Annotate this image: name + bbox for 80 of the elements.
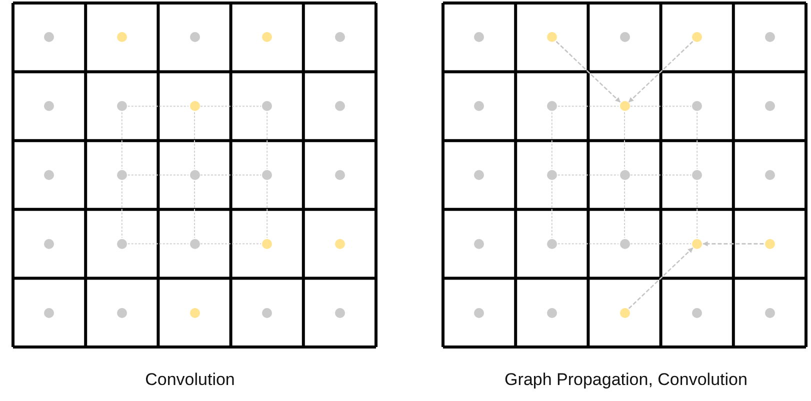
connector-line	[624, 112, 625, 170]
node-dot	[190, 308, 200, 318]
node-dot	[190, 238, 200, 249]
node-dot	[44, 32, 54, 42]
connector-line	[194, 180, 195, 238]
node-dot	[546, 101, 557, 112]
connector-line	[127, 106, 189, 107]
node-dot	[474, 101, 484, 112]
node-dot	[262, 170, 272, 180]
node-dot	[116, 238, 127, 249]
node-dot	[546, 308, 557, 318]
connector-line	[121, 180, 122, 238]
node-dot	[262, 238, 272, 249]
node-dot	[334, 32, 345, 42]
connector-line	[200, 243, 262, 244]
node-dot	[334, 101, 345, 112]
connector-line	[624, 180, 625, 238]
caption: Convolution	[145, 370, 235, 390]
node-dot	[474, 170, 484, 180]
node-dot	[334, 238, 345, 249]
connector-line	[630, 174, 692, 176]
connector-line	[630, 243, 692, 244]
connector-line	[557, 174, 619, 176]
arrow	[556, 41, 621, 103]
connector-line	[121, 112, 122, 170]
node-dot	[262, 308, 272, 318]
arrow	[628, 247, 694, 309]
node-dot	[764, 238, 775, 249]
connector-line	[551, 112, 552, 170]
node-dot	[546, 170, 557, 180]
node-dot	[620, 32, 630, 42]
node-dot	[692, 32, 702, 42]
node-dot	[692, 238, 702, 249]
node-dot	[764, 170, 775, 180]
connector-line	[266, 180, 268, 238]
node-dot	[620, 170, 630, 180]
node-dot	[116, 170, 127, 180]
node-dot	[262, 32, 272, 42]
connector-line	[557, 106, 619, 107]
node-dot	[546, 238, 557, 249]
node-dot	[474, 32, 484, 42]
node-dot	[190, 170, 200, 180]
arrow	[628, 41, 694, 103]
arrow	[702, 241, 764, 246]
node-dot	[116, 101, 127, 112]
node-dot	[692, 308, 702, 318]
connector-line	[696, 112, 698, 170]
connector-line	[127, 174, 189, 176]
node-dot	[116, 32, 127, 42]
node-dot	[262, 101, 272, 112]
node-dot	[692, 170, 702, 180]
connector-line	[696, 180, 698, 238]
connector-line	[630, 106, 692, 107]
connector-line	[127, 243, 189, 244]
node-dot	[190, 101, 200, 112]
node-dot	[44, 308, 54, 318]
node-dot	[764, 101, 775, 112]
node-dot	[116, 308, 127, 318]
connector-line	[557, 243, 619, 244]
node-dot	[474, 238, 484, 249]
node-dot	[334, 308, 345, 318]
node-dot	[44, 101, 54, 112]
node-dot	[190, 32, 200, 42]
node-dot	[44, 170, 54, 180]
caption: Graph Propagation, Convolution	[504, 370, 748, 390]
node-dot	[620, 308, 630, 318]
node-dot	[620, 238, 630, 249]
connector-line	[200, 106, 262, 107]
node-dot	[620, 101, 630, 112]
node-dot	[764, 32, 775, 42]
connector-line	[200, 174, 262, 176]
connector-line	[266, 112, 268, 170]
connector-line	[551, 180, 552, 238]
node-dot	[474, 308, 484, 318]
node-dot	[546, 32, 557, 42]
node-dot	[692, 101, 702, 112]
node-dot	[44, 238, 54, 249]
connector-line	[194, 112, 195, 170]
node-dot	[764, 308, 775, 318]
node-dot	[334, 170, 345, 180]
